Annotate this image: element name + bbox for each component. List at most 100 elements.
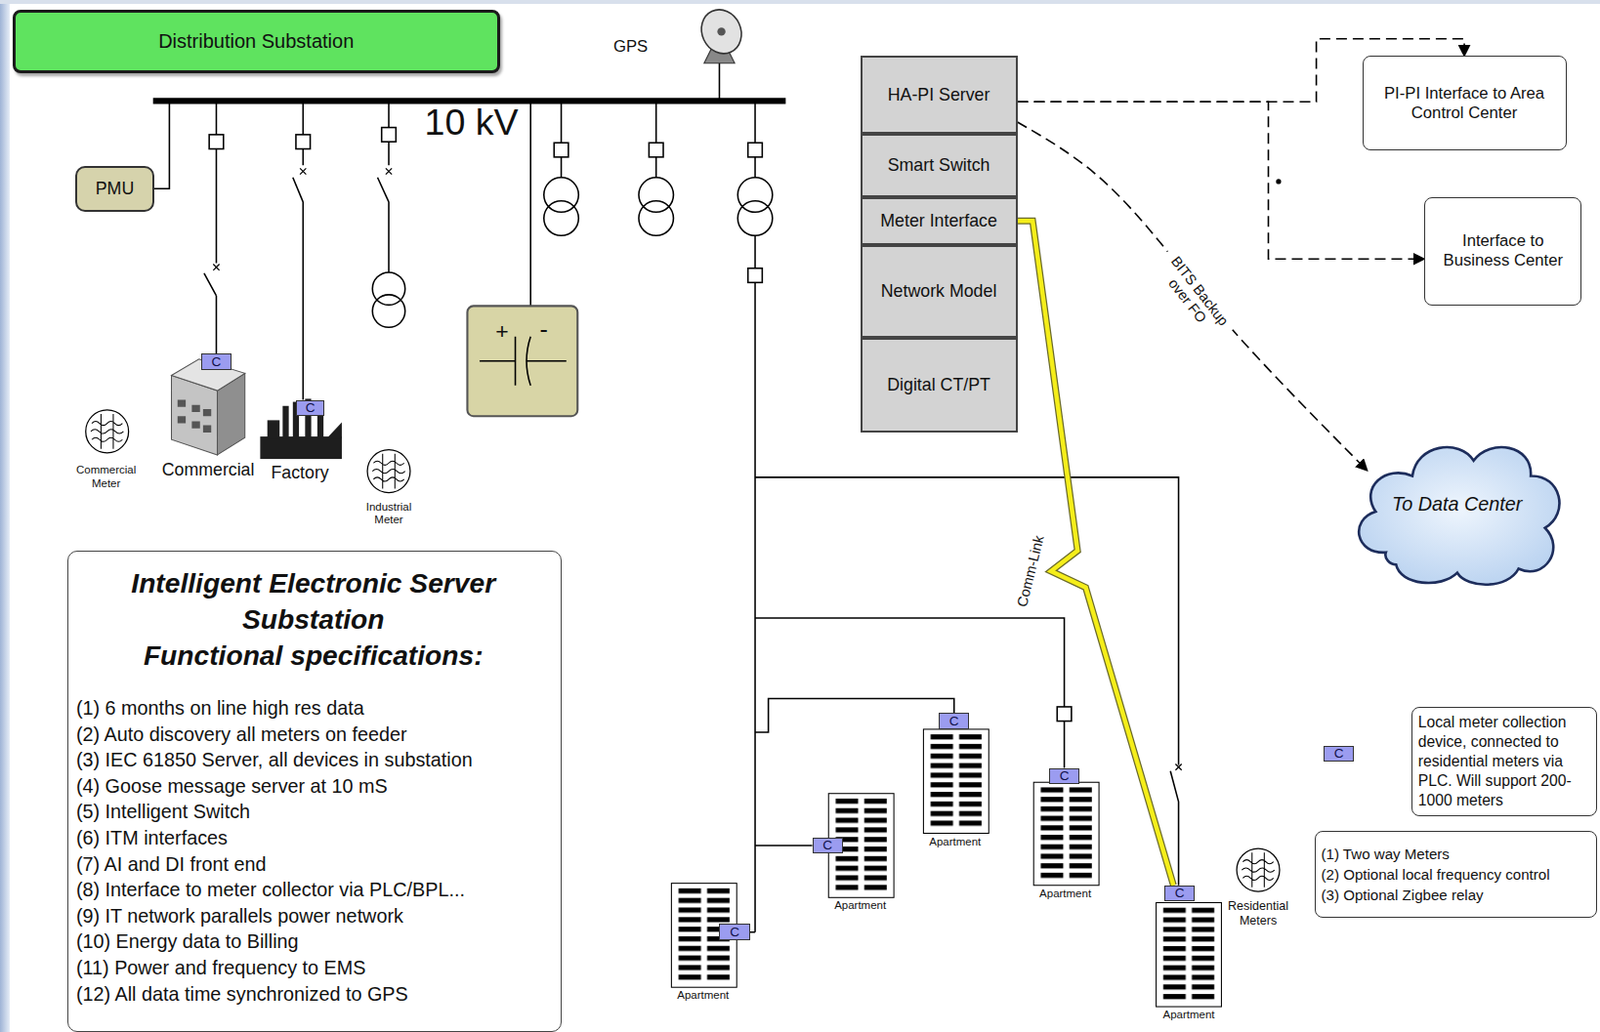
feeder-wires (209, 134, 224, 150)
box-text: HA-PI Server (887, 84, 991, 106)
box-text: Local meter collection device, connected… (1418, 713, 1591, 811)
polarity-sign: - (540, 315, 548, 344)
server-module: Smart Switch (860, 133, 1018, 198)
collector-marker: C (1164, 885, 1195, 903)
note-box: Local meter collection device, connected… (1411, 707, 1598, 817)
meter-icon (1236, 848, 1280, 892)
gps-label: GPS (613, 37, 648, 56)
apartment-building (1037, 786, 1095, 882)
server-module: Network Model (860, 245, 1018, 338)
box-text: (12) All data time synchronized to GPS (76, 981, 551, 1009)
box-text: (3) Optional Zigbee relay (1321, 884, 1484, 906)
feeder-wires (378, 100, 389, 272)
substation-title-box: Distribution Substation (12, 9, 501, 74)
box-text: (8) Interface to meter collector via PLC… (76, 877, 551, 904)
collector-marker: C (295, 400, 325, 418)
apartment-building (1160, 907, 1218, 1004)
feeder-wires (655, 100, 658, 177)
gps-antenna (694, 2, 749, 60)
box-text: Distribution Substation (158, 30, 354, 53)
pmu-box: PMU (75, 166, 154, 212)
specification-box: Intelligent Electronic Server Substation… (67, 550, 562, 1032)
server-module: Digital CT/PT (860, 337, 1018, 433)
box-text: C (729, 926, 740, 940)
box-text: (9) IT network parallels power network (76, 903, 551, 930)
feeder-wires (1056, 707, 1072, 722)
feeder-wires (648, 142, 664, 158)
gps-antenna (694, 2, 749, 99)
box-text: (2) Auto discovery all meters on feeder (76, 721, 551, 749)
apartment-building (923, 729, 989, 835)
box-text: C (1334, 747, 1345, 761)
factory-building (259, 436, 342, 460)
apartment-building (1033, 782, 1099, 886)
feeder-wires (1175, 763, 1181, 770)
link-label: Comm-Link (1013, 532, 1049, 611)
box-text: C (822, 839, 833, 853)
link-label: BITS Backup over FO (1149, 246, 1237, 346)
feeder-wires (553, 142, 569, 158)
building-label: Commercial (162, 460, 255, 480)
collector-marker: C (1323, 746, 1354, 763)
building-label: Apartment (676, 989, 729, 1003)
box-text: C (1059, 769, 1070, 784)
box-text: (7) AI and DI front end (76, 851, 551, 879)
collector-marker: C (201, 353, 232, 371)
box-text: (1) 6 months on line high res data (76, 695, 551, 722)
box-text: C (1175, 886, 1185, 901)
feeder-wires (381, 127, 397, 143)
box-text: Meter Interface (880, 210, 998, 232)
box-text: PI-PI Interface to Area Control Center (1369, 84, 1560, 124)
box-text: Network Model (881, 281, 998, 302)
box-text: (11) Power and frequency to EMS (76, 955, 551, 982)
junction-dot (1275, 178, 1281, 184)
voltage-label: 10 kV (424, 101, 519, 144)
building-label: Apartment (1039, 887, 1092, 901)
capacitor-bank (466, 305, 578, 417)
box-text: (4) Goose message server at 10 mS (76, 773, 551, 800)
building-label: Apartment (928, 836, 981, 849)
factory-building (267, 420, 281, 439)
box-text: (10) Energy data to Billing (76, 928, 551, 956)
interface-box: Interface to Business Center (1424, 197, 1582, 307)
box-text: (5) Intelligent Switch (76, 799, 551, 826)
gps-antenna (716, 27, 725, 36)
capacitor-bank (466, 305, 578, 417)
feeder-wires (638, 201, 674, 237)
server-module: Meter Interface (860, 197, 1018, 246)
box-text: Digital CT/PT (886, 375, 991, 396)
meter-icon (85, 410, 129, 454)
feeder-wires (754, 100, 757, 932)
collector-marker: C (938, 713, 969, 730)
feeder-wires (299, 168, 306, 174)
feeder-wires (372, 294, 405, 328)
pmu-wire (154, 100, 170, 189)
capacitor-bank (479, 336, 567, 386)
feeder-wires (529, 100, 532, 306)
commercial-building (177, 399, 211, 432)
feeder-wires (755, 618, 1065, 769)
box-text: C (211, 355, 222, 370)
feeder-wires (544, 201, 580, 237)
box-heading: Intelligent Electronic Server Substation (76, 565, 551, 638)
junction-dot (1275, 178, 1281, 184)
feeder-wires (212, 264, 219, 271)
interface-box: PI-PI Interface to Area Control Center (1362, 55, 1567, 150)
collector-marker: C (718, 924, 750, 941)
meter-label: Residential Meters (1221, 899, 1295, 928)
pmu-wire (154, 100, 170, 189)
polarity-sign: + (495, 318, 508, 344)
building-label: Factory (271, 463, 330, 483)
server-module: HA-PI Server (860, 55, 1018, 133)
box-heading: (1) Two way Meters (1321, 843, 1450, 865)
box-text: C (949, 715, 960, 729)
collector-marker: C (812, 838, 843, 855)
box-text: C (305, 401, 316, 416)
note-box: (1) Two way Meters(2) Optional local fre… (1314, 831, 1598, 919)
factory-building (282, 406, 289, 439)
building-label: Apartment (834, 899, 886, 913)
meter-icon (367, 450, 411, 494)
connectors (1017, 39, 1466, 886)
dashed-link (1017, 122, 1368, 471)
